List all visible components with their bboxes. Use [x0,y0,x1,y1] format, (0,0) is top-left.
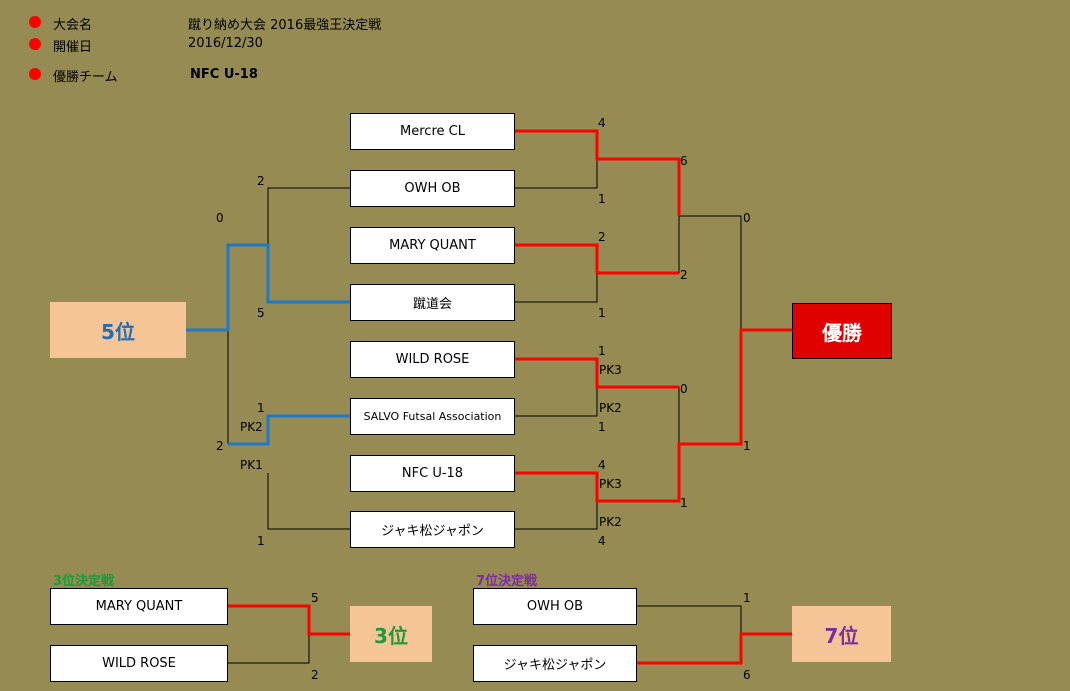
team-box: OWH OB [350,170,515,207]
score: 2 [216,439,224,453]
score: 2 [680,268,688,282]
score: 1 [257,534,265,548]
score: 1 [743,591,751,605]
score: 4 [598,458,606,472]
team-box: WILD ROSE [350,341,515,378]
score: 4 [598,116,606,130]
seventh-place-box: 7位 [792,606,891,662]
team-box: MARY QUANT [50,588,228,625]
score: 5 [311,591,319,605]
pk-score: PK1 [240,458,263,472]
score: 2 [598,230,606,244]
winner-team-label: 優勝チーム [53,70,118,85]
pk-score: PK3 [599,477,622,491]
tournament-name-label: 大会名 [53,18,93,33]
score: 1 [680,496,688,510]
champion-box: 優勝 [792,303,892,359]
score: 1 [598,192,606,206]
score: 1 [598,344,606,358]
score: 4 [598,534,606,548]
team-box: Mercre CL [350,113,515,150]
score: 1 [257,401,265,415]
seventh-place-title: 7位決定戦 [476,574,538,589]
team-box: SALVO Futsal Association [350,398,515,435]
score: 1 [598,306,606,320]
score: 0 [743,211,751,225]
team-box: NFC U-18 [350,455,515,492]
pk-score: PK2 [599,515,622,529]
third-place-box: 3位 [350,606,432,662]
third-place-title: 3位決定戦 [53,574,115,589]
date-value: 2016/12/30 [188,36,263,51]
score: 0 [216,211,224,225]
bullet-icon [29,16,41,28]
team-box: OWH OB [473,588,637,625]
bullet-icon [29,38,41,50]
team-box: WILD ROSE [50,645,228,682]
score: 6 [680,154,688,168]
fifth-place-box: 5位 [50,302,186,358]
score: 0 [680,382,688,396]
score: 2 [311,668,319,682]
team-box: MARY QUANT [350,227,515,264]
score: 2 [257,174,265,188]
winner-team-value: NFC U-18 [190,67,258,82]
score: 5 [257,306,265,320]
score: 6 [743,668,751,682]
tournament-name-value: 蹴り納め大会 2016最強王決定戦 [188,18,382,33]
pk-score: PK3 [599,363,622,377]
bullet-icon [29,68,41,80]
team-box: ジャキ松ジャポン [350,511,515,548]
pk-score: PK2 [240,420,263,434]
score: 1 [598,420,606,434]
date-label: 開催日 [53,40,93,55]
score: 1 [743,439,751,453]
team-box: 蹴道会 [350,284,515,321]
pk-score: PK2 [599,401,622,415]
team-box: ジャキ松ジャポン [473,645,637,682]
